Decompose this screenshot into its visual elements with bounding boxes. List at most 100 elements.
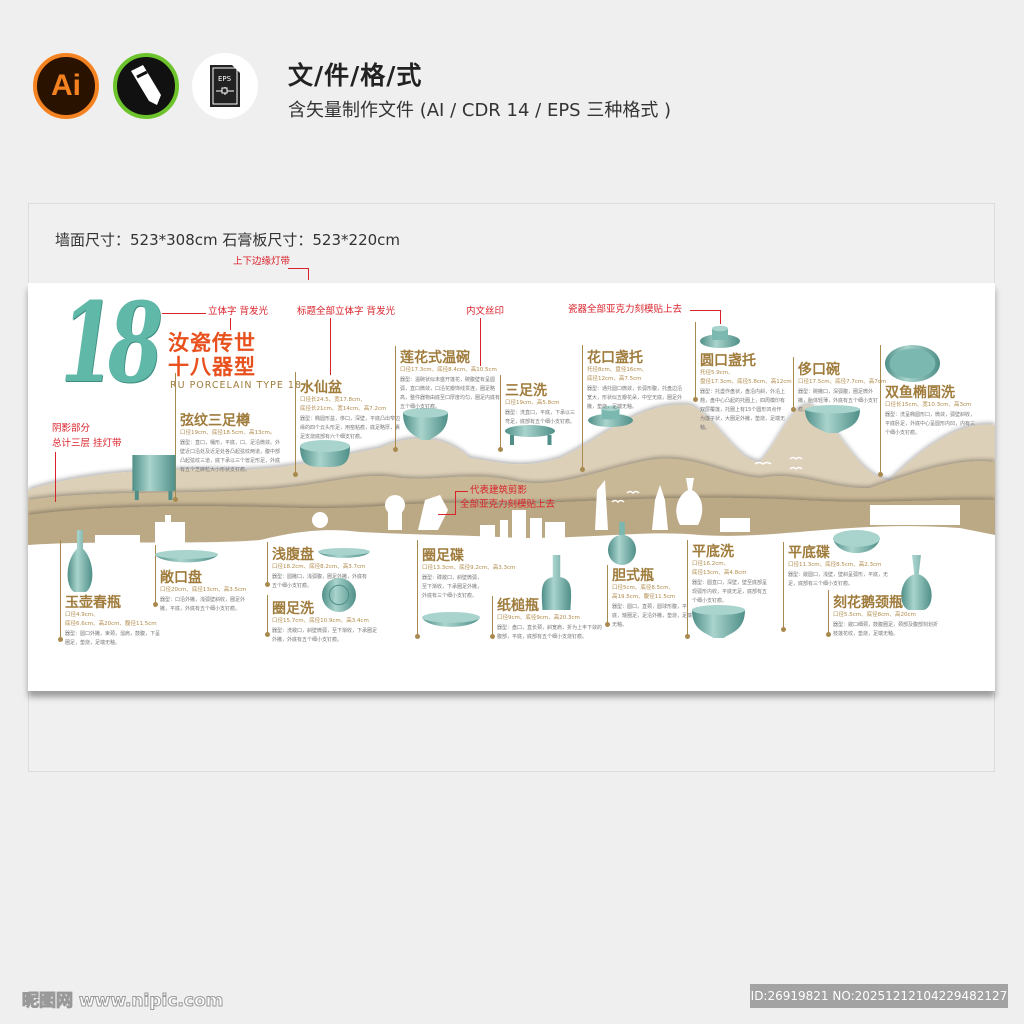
mural — [28, 283, 995, 691]
item-description: 器型：圆撇口，浅弧腹，圈足外撇，外底有五个细小支钉痕。 — [272, 574, 368, 589]
item-title: 平底洗 — [692, 544, 734, 560]
item-dimensions: 口径5.5cm、底径8cm、高20cm — [833, 612, 916, 618]
page-subtitle: 含矢量制作文件 (AI / CDR 14 / EPS 三种格式 ) — [288, 100, 672, 121]
item-title: 胆式瓶 — [612, 568, 654, 584]
item-guide-line — [173, 373, 178, 502]
item-guide-line — [781, 542, 786, 632]
item-description: 器型：圆直口，深壁，壁至底部呈现弧形内收，平底无足，底部有五个细小支钉痕。 — [692, 580, 768, 604]
ai-label: Ai — [51, 69, 81, 102]
item-guide-line — [791, 357, 796, 412]
item-guide-line — [393, 346, 398, 452]
item-dimensions: 口径20cm、底径13cm、高3.5cm — [160, 587, 247, 593]
item-description: 器型：温碗状似未盛开莲花，碗腹壁有呈圆弧，直口微敛，口沿花瓣饰线贯连，圈足略高，… — [400, 377, 501, 410]
item-dimensions: 口径15.7cm、底径10.9cm、高3.4cm — [272, 618, 369, 624]
item-title: 水仙盆 — [300, 380, 342, 396]
mountain-landscape — [28, 404, 995, 691]
porcelain-image — [300, 440, 350, 474]
item-dimensions: 口径长24.5、宽17.8cm、 — [300, 397, 366, 403]
item-title: 平底碟 — [788, 545, 830, 561]
logo-title-line2: 十八器型 — [168, 355, 256, 379]
item-title: 莲花式温碗 — [400, 350, 470, 366]
item-title: 纸槌瓶 — [497, 598, 539, 614]
item-guide-line — [415, 540, 420, 639]
page-title: 文/件/格/式 — [288, 61, 423, 90]
item-description: 器型：洗呈椭圆形口，微敛，弧壁斜收，平底卧足，外底中心呈圆形内凹，内有三个细小支… — [885, 412, 976, 436]
porcelain-image — [318, 578, 360, 616]
item-title: 玉壶春瓶 — [65, 595, 121, 611]
item-title: 浅腹盘 — [272, 547, 314, 563]
item-title: 弦纹三足樽 — [180, 413, 250, 429]
item-dimensions: 底径12cm、高7.5cm — [587, 376, 642, 382]
item-guide-line — [826, 590, 831, 637]
item-dimensions: 口径16.2cm、 — [692, 561, 730, 567]
porcelain-image — [885, 345, 940, 386]
item-description: 器型：托盏作盘状，盘沿内斜，外沿上翘，盘中心凸起的托圈上，四周模印有双层覆莲，托… — [700, 389, 786, 431]
porcelain-image — [898, 555, 935, 614]
wall-dimensions: 墙面尺寸：523*308cm 石膏板尺寸：523*220cm — [55, 231, 401, 249]
porcelain-image — [505, 425, 555, 449]
item-description: 器型：敞口细颈，鼓腹圈足，颈部及腹部刻划折枝莲花纹，垫烧，足端无釉。 — [833, 622, 939, 637]
item-dimensions: 底径6.6cm、高20cm、腹径11.5cm — [65, 621, 157, 627]
item-guide-line — [605, 565, 610, 627]
item-title: 侈口碗 — [798, 362, 840, 378]
coreldraw-icon — [113, 53, 179, 119]
annotation-building: 代表建筑剪影 — [470, 485, 528, 496]
item-title: 双鱼椭圆洗 — [885, 385, 955, 401]
item-guide-line — [693, 322, 698, 402]
building-silhouettes — [28, 478, 995, 691]
item-guide-line — [265, 542, 270, 587]
item-dimensions: 口径5cm、底径8.5cm、 — [612, 585, 675, 591]
item-dimensions: 口径17.5cm、底径7.7cm、高7cm — [798, 379, 887, 385]
annotation-titles-3d: 标题全部立体字 背发光 — [297, 306, 396, 317]
item-dimensions: 底径长21cm、宽14cm、高7.2cm — [300, 406, 387, 412]
porcelain-image — [422, 612, 480, 634]
item-guide-line — [878, 345, 883, 477]
item-dimensions: 口径18.2cm、底径8.2cm、高3.7cm — [272, 564, 366, 570]
item-description: 器型：椭圆形盆，侈口，深壁，平底凸出窄边缘的四个云头形足，用窑粘痕，底足略厚，裹… — [300, 416, 401, 440]
annotation-edge-light: 上下边缘灯带 — [233, 256, 291, 267]
item-description: 器型：盘口，直长颈，斜宽肩，折为上丰下敛的腹部，平底，底部有五个细小支烧钉痕。 — [497, 625, 603, 640]
item-description: 器型：通托圆口微敛，长弧形腹，托盘边沿宽大，形状似五瓣花朵，中空无底，圈足外撇，… — [587, 386, 683, 410]
logo-english: RU PORCELAIN TYPE 18 — [170, 380, 302, 391]
annotation-shadow: 阴影部分 — [52, 423, 91, 434]
item-dimensions: 底径13cm、高4.8cm — [692, 570, 747, 576]
item-dimensions: 口径17.3cm、底径8.4cm、高10.5cm — [400, 367, 497, 373]
item-guide-line — [58, 540, 63, 642]
item-guide-line — [153, 545, 158, 607]
item-description: 器型：碟敞口，斜壁微弧，至下渐收，下承圈足外撇，外底有三个细小支钉痕。 — [422, 575, 483, 599]
porcelain-image — [700, 325, 740, 352]
porcelain-image — [833, 530, 880, 562]
item-description: 器型：碗撇口，深弧腹，圈足微外撇，胎体轻薄，外底有五个细小支钉痕。 — [798, 389, 879, 413]
item-guide-line — [293, 372, 298, 477]
item-title: 敞口盘 — [160, 570, 202, 586]
annotation-building-acrylic: 全部亚克力刻模贴上去 — [460, 499, 556, 510]
item-dimensions: 口径11.3cm、底径8.5cm、高2.3cm — [788, 562, 882, 568]
annotation-shadow-layers: 总计三层 挂灯带 — [52, 438, 122, 449]
item-dimensions: 口径长15cm、宽10.3cm、高3cm — [885, 402, 972, 408]
item-title: 圈足碟 — [422, 548, 464, 564]
porcelain-image — [588, 405, 633, 431]
annotation-text-print: 内文丝印 — [466, 306, 505, 317]
item-description: 器型：洗直口，平底，下承以三弯足，底部有五个细小支钉痕。 — [505, 410, 576, 425]
item-title: 刻花鹅颈瓶 — [833, 595, 903, 611]
image-id-badge: ID:26919821 NO:20251212104229482127 — [750, 984, 1008, 1008]
item-guide-line — [685, 540, 690, 639]
porcelain-image — [318, 545, 370, 564]
porcelain-image — [155, 550, 218, 569]
adobe-illustrator-icon: Ai — [33, 53, 99, 119]
porcelain-image — [608, 522, 636, 569]
porcelain-image — [130, 455, 178, 504]
item-description: 器型：敞圆口，浅壁，壁斜呈弧形，平底，无足，底部有三个细小支钉痕。 — [788, 572, 889, 587]
annotation-logo-3d: 立体字 背发光 — [208, 306, 269, 317]
item-dimensions: 托径8cm、盘径16cm、 — [587, 367, 648, 373]
porcelain-image — [541, 555, 572, 614]
porcelain-image — [805, 405, 860, 437]
annotation-porcelain-acrylic: 瓷器全部亚克力刻模贴上去 — [568, 304, 683, 315]
logo-number: 18 — [60, 278, 163, 407]
item-title: 三足洗 — [505, 383, 547, 399]
item-dimensions: 盘径17.3cm、底径5.8cm、高12cm — [700, 379, 792, 385]
item-guide-line — [580, 345, 585, 472]
eps-file-icon: EPS — [192, 53, 258, 119]
porcelain-image — [692, 605, 745, 642]
porcelain-image — [65, 530, 95, 596]
